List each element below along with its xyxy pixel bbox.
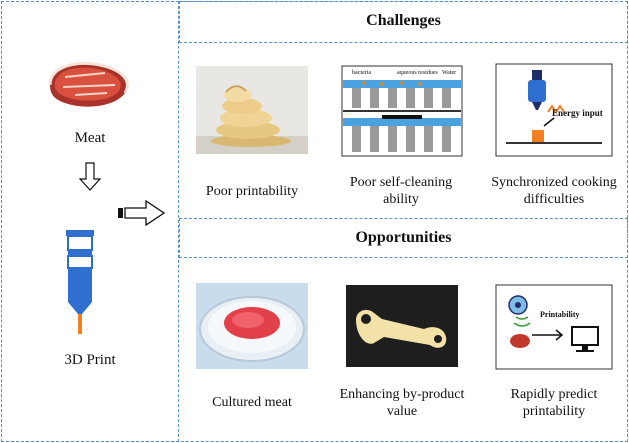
cultured-meat-caption: Cultured meat [212, 395, 292, 410]
self-cleaning-diagram: bacteria aqueous residues Water [341, 65, 463, 157]
left-panel-frame [1, 1, 179, 442]
meat-steak-image [48, 61, 129, 107]
poor-self-cleaning-caption: Poor self-cleaning ability [349, 175, 453, 207]
opportunities-title: Opportunities [355, 229, 452, 246]
down-arrow-icon [78, 162, 102, 191]
by-product-wrench-image [346, 285, 458, 367]
energy-input-label: Energy input [552, 108, 603, 118]
3d-print-label: 3D Print [64, 352, 116, 368]
poor-printability-caption: Poor printability [205, 184, 299, 199]
enhancing-by-product-caption: Enhancing by-product value [339, 387, 465, 419]
syringe-3d-printer-image [66, 230, 94, 334]
synchronized-cooking-caption: Synchronized cooking difficulties [491, 175, 617, 207]
water-label: Water [442, 70, 456, 76]
rapidly-predict-caption: Rapidly predict printability [510, 387, 598, 419]
poor-printability-image [196, 66, 308, 154]
cultured-meat-image [196, 283, 308, 369]
meat-label: Meat [74, 130, 106, 146]
challenges-header-frame [179, 1, 628, 43]
opportunities-header-frame [179, 218, 628, 258]
challenges-title: Challenges [366, 12, 441, 29]
bacteria-label: bacteria [352, 70, 371, 76]
right-arrow-icon [118, 199, 166, 227]
predict-printability-diagram: Printability [495, 284, 613, 370]
aqueous-residues-label: aqueous residues [397, 70, 438, 76]
printability-label: Printability [540, 310, 580, 319]
synchronized-cooking-diagram: Energy input [495, 63, 613, 157]
